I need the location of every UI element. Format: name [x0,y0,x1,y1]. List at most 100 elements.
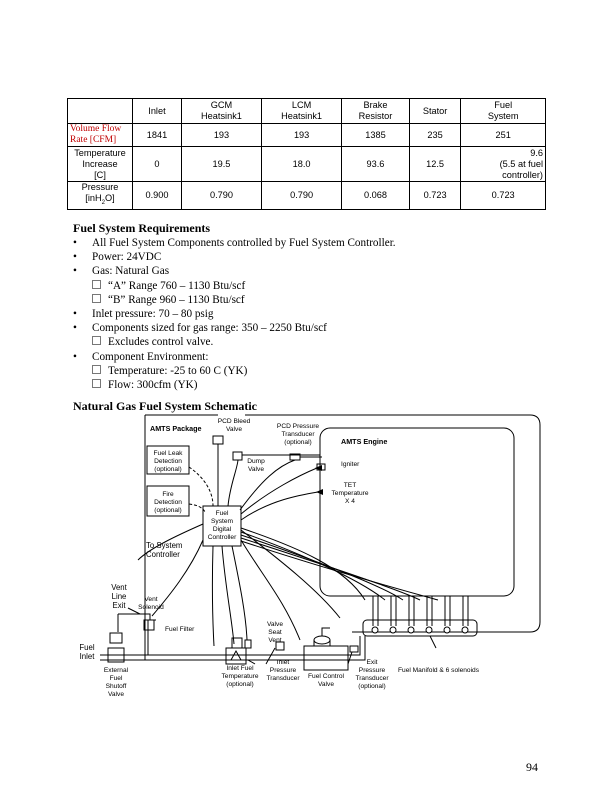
tet-label: Temperature [331,490,368,497]
amts-package-outline [144,414,541,660]
requirement-item: •Components sized for gas range: 350 – 2… [73,321,396,335]
table-cell: 0.790 [180,181,263,210]
pcd-transducer-label: (optional) [284,439,312,446]
checkbox-icon [92,293,101,307]
pcd-bleed-label: PCD Bleed [218,418,251,425]
vent-line-label: Vent [111,583,127,592]
schematic-heading: Natural Gas Fuel System Schematic [73,399,257,413]
bullet-icon: • [73,350,77,363]
fuel-filter-label: Fuel Filter [165,626,195,633]
inlet-pressure-sensor [275,641,285,651]
requirement-text: “A” Range 760 – 1130 Btu/scf [108,279,246,292]
inlet-pressure-label: Transducer [266,675,300,682]
external-valve-body [107,647,125,663]
row-header-pressure: Pressure[inH2O] [67,181,133,210]
requirement-subitem: Flow: 300cfm (YK) [73,378,396,392]
fuel-control-label: Valve [318,681,334,688]
inlet-temp-label: Temperature [221,673,258,680]
fuel-control-label: Fuel Control [308,673,344,680]
requirement-subitem: Temperature: -25 to 60 C (YK) [73,364,396,378]
exit-pressure-sensor [349,645,359,653]
amts-package-label: AMTS Package [150,424,202,433]
exit-pressure-label: (optional) [358,683,386,690]
table-cell: 193 [180,123,263,147]
requirement-item: • Component Environment: [73,350,396,364]
requirements-heading: Fuel System Requirements [73,221,211,235]
vent-solenoid-icon [143,619,155,631]
requirement-text: “B” Range 960 – 1130 Btu/scf [108,293,245,306]
bullet-icon: • [73,308,77,321]
external-valve-label: Fuel [110,675,123,682]
requirement-subitem: Excludes control valve. [73,335,396,349]
inlet-pressure-label: Pressure [270,667,297,674]
fuel-leak-label: Fuel Leak [154,450,184,457]
requirement-item: • Inlet pressure: 70 – 80 psig [73,307,396,321]
requirement-item: •Power: 24VDC [73,250,396,264]
fuel-control-valve [303,645,349,671]
requirement-item: •All Fuel System Components controlled b… [73,236,396,250]
fuel-manifold [362,619,478,637]
valve-seat-label: Seat [268,629,282,636]
pcd-transducer-label: PCD Pressure [277,423,319,430]
vent-line-label: Line [112,592,127,601]
table-cell: 0.723 [460,181,546,210]
external-valve-label: Shutoff [106,683,127,690]
table-cell: 19.5 [180,146,263,182]
fire-detection-label: Detection [154,499,182,506]
table-cell: 93.6 [341,146,410,182]
vent-solenoid-label: Vent [144,596,157,603]
requirement-subitem: “A” Range 760 – 1130 Btu/scf [73,279,396,293]
requirement-text: Inlet pressure: 70 – 80 psig [92,308,214,321]
amts-engine-box [319,427,515,597]
vent-line-label: Exit [113,601,127,610]
controller-label: Fuel [216,510,229,517]
page-number: 94 [526,760,538,774]
valve-seat-label: Vent [268,637,281,644]
requirement-text: Flow: 300cfm (YK) [108,379,198,392]
fire-detection-label: (optional) [154,507,182,514]
table-row: Pressure[inH2O] 0.900 0.790 0.790 0.068 … [67,181,546,210]
fuel-leak-label: (optional) [154,466,182,473]
requirement-text: Component Environment: [92,350,209,363]
requirement-text: Temperature: -25 to 60 C (YK) [108,364,248,377]
inlet-pressure-label: Inlet [277,659,290,666]
requirement-text: All Fuel System Components controlled by… [92,237,396,249]
manifold-label: Fuel Manifold & 6 solenoids [398,667,480,674]
table-cell: 18.0 [261,146,343,182]
checkbox-icon [92,335,101,349]
requirement-text: Excludes control valve. [108,336,214,349]
vent-solenoid-label: Solenoid [138,604,164,611]
table-cell: 0.900 [132,181,182,210]
pcd-bleed-valve-icon [212,435,224,445]
checkbox-icon [92,364,101,378]
requirements-list: • All Fuel System Components controlled b… [73,236,396,392]
external-valve-label: External [104,667,129,674]
exit-pressure-label: Transducer [355,675,389,682]
checkbox-icon [92,378,101,392]
fuel-leak-box [146,445,190,475]
requirement-text: Components sized for gas range: 350 – 22… [92,322,327,335]
inlet-temp-label: (optional) [226,681,254,688]
table-cell: 0.790 [261,181,343,210]
requirement-item: •Gas: Natural Gas [73,264,396,278]
exit-pressure-label: Pressure [359,667,386,674]
bullet-icon: • [73,251,77,264]
fuel-inlet-label: Inlet [80,652,96,661]
fire-detection-label: Fire [162,491,174,498]
pcd-bleed-label: Valve [226,426,242,433]
dump-valve-label: Dump [247,458,265,465]
fuel-leak-label: Detection [154,458,182,465]
inlet-temp-label: Inlet Fuel [226,665,254,672]
bullet-icon: • [73,265,77,278]
fuel-inlet-label: Fuel [79,643,94,652]
